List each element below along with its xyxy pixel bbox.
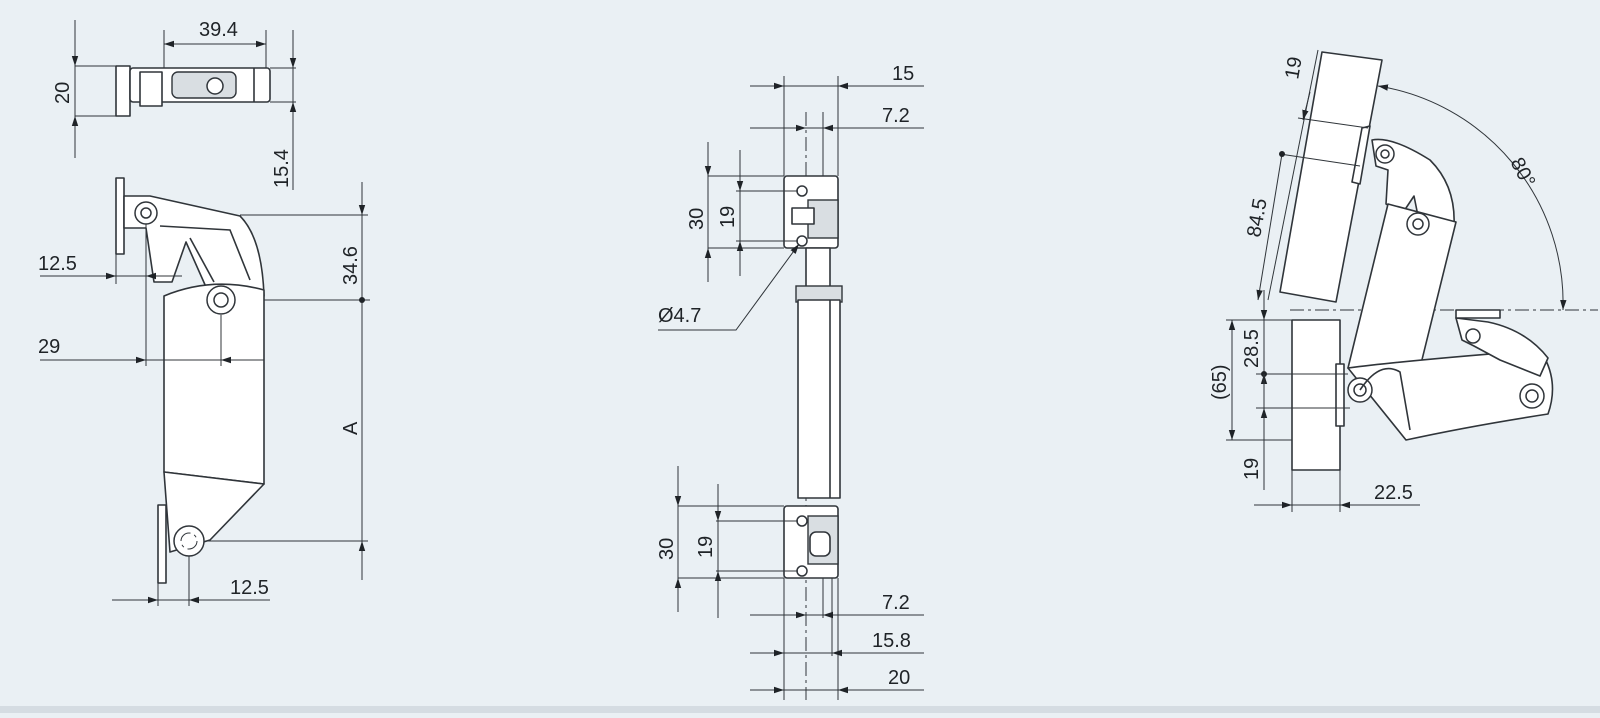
label-top-width: 15 [892,63,914,85]
label-hole: Ø4.7 [658,305,701,327]
label-upper-inner: 19 [717,206,739,228]
bottom-rule [0,706,1600,713]
label-upper-height: 34.6 [340,246,362,285]
label-angle: 80° [1506,154,1540,191]
label-open-arm-length: 84.5 [1243,197,1271,239]
label-top-width: 39.4 [199,19,238,41]
label-bottom-mid: 15.8 [872,630,911,652]
label-bottom-center: 7.2 [882,592,910,614]
label-upper-offset: 12.5 [38,253,77,275]
label-lower-offset: 12.5 [230,577,269,599]
side-view: 12.5 29 34.6 A 12.5 [38,177,370,606]
open-right-mount [1455,309,1501,319]
front-rod-body [797,299,841,499]
top-view-pin [206,77,224,95]
label-length-a: A [340,421,362,435]
label-open-mount-height: 28.5 [1241,329,1263,368]
open-view: 80° 19 84.5 (65) 28.5 19 22.5 [1209,49,1598,512]
label-open-projection: 22.5 [1374,482,1413,504]
top-view: 39.4 20 15.4 [52,19,297,190]
label-top-offset: 15.4 [271,149,293,188]
front-top-hole-1 [796,185,808,197]
side-lower-pin [173,525,205,557]
dim-open-top-offset [1267,49,1319,301]
front-bottom-hole-1 [796,515,808,527]
label-open-lower-offset: 19 [1241,458,1263,480]
label-top-center: 7.2 [882,105,910,127]
side-upper-mount [115,177,125,255]
open-lower-body [1347,349,1554,441]
label-bottom-width: 20 [888,667,910,689]
top-view-clip [139,71,163,107]
open-frame [1291,319,1341,471]
front-view: 15 7.2 30 19 Ø4.7 30 19 [656,63,924,700]
label-upper-outer: 30 [686,208,708,230]
label-base-offset: 29 [38,336,60,358]
open-upper-mount [1351,125,1371,185]
open-left-mount [1335,363,1345,427]
top-view-bracket [115,65,131,117]
open-body [1347,203,1457,385]
side-body [163,283,265,485]
dim-open-arm-length [1256,153,1283,301]
label-lower-inner: 19 [695,536,717,558]
top-view-roller [171,71,237,99]
label-top-height: 20 [52,82,74,104]
label-lower-outer: 30 [656,538,678,560]
open-right-pin [1465,328,1481,344]
hole-leader [658,243,800,331]
angle-arc [1377,84,1567,311]
label-open-overall: (65) [1209,364,1231,400]
side-lower-mount [157,504,167,584]
front-bottom-hole-2 [796,565,808,577]
label-open-top-offset: 19 [1281,55,1307,81]
open-door-panel [1279,51,1383,303]
